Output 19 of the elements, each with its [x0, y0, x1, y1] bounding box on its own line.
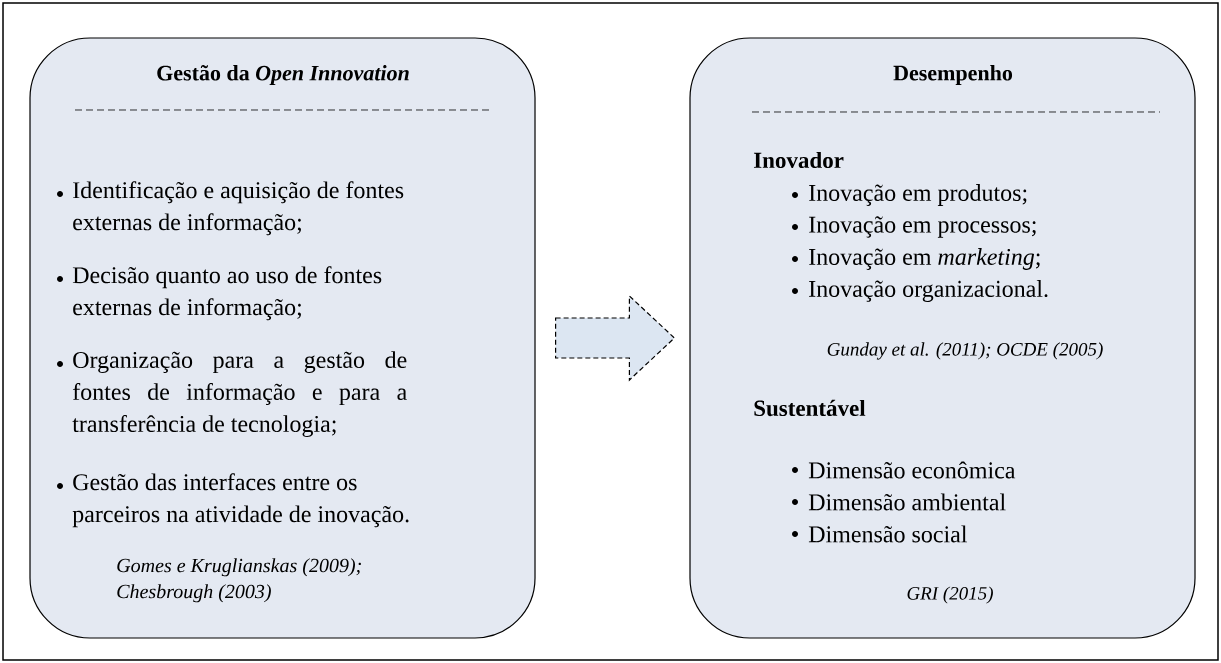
- bullet-item: Dimensão social: [808, 525, 967, 543]
- citation: Gomes e Kruglianskas (2009); Chesbrough (2003): [117, 558, 361, 603]
- heading: Gestão da Open Innovation: [157, 65, 409, 85]
- bullet-item: Dimensão econômica: [808, 461, 1016, 479]
- bullet-item: Decisão quanto ao uso de fontes externas de informação;: [72, 266, 382, 321]
- bullet-item: Organização para a gestão de fontes de informação e para a transferência de tecnologia;: [72, 351, 407, 437]
- bullet-item: Inovação organizacional.: [809, 280, 1048, 302]
- citation: Gunday et al. (2011); OCDE (2005): [827, 342, 1103, 360]
- bullet-item: Inovação em produtos;: [809, 184, 1027, 206]
- bullet-item: Dimensão ambiental: [808, 493, 1006, 511]
- block-arrow: [555, 294, 676, 382]
- heading: Desempenho: [893, 65, 1013, 85]
- bullet-item: Inovação em marketing;: [809, 248, 1040, 270]
- subheading: Sustentável: [754, 399, 866, 417]
- bullet-item: Gestão das interfaces entre os parceiros na atividade de inovação.: [72, 473, 409, 528]
- citation: GRI (2015): [907, 586, 993, 604]
- subheading: Inovador: [753, 151, 844, 169]
- bullet-item: Identificação e aquisição de fontes externas de informação;: [73, 181, 404, 236]
- bullet-item: Inovação em processos;: [809, 216, 1036, 238]
